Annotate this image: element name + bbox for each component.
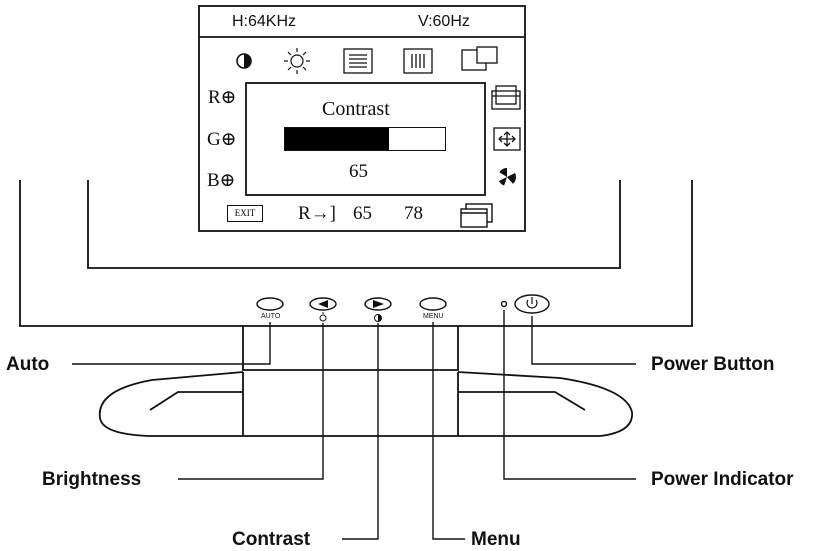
menu-button-shape xyxy=(419,297,447,311)
power-indicator-leader xyxy=(503,310,636,480)
menu-button[interactable] xyxy=(419,297,447,311)
power-indicator-callout: Power Indicator xyxy=(651,469,794,490)
power-indicator-led xyxy=(500,300,508,308)
osd-frame xyxy=(198,5,526,232)
brightness-callout: Brightness xyxy=(42,469,142,490)
menu-button-label: MENU xyxy=(423,313,444,320)
stand-inner-left xyxy=(149,391,243,411)
auto-button-shape xyxy=(256,297,284,311)
power-button[interactable] xyxy=(514,294,550,314)
auto-leader xyxy=(72,322,271,365)
osd-vertical-frequency: V:60Hz xyxy=(418,13,470,30)
window-size-icon xyxy=(491,85,521,110)
right-arrow-icon xyxy=(373,300,384,308)
menu-leader xyxy=(432,322,465,540)
brightness-left-button[interactable] xyxy=(309,297,337,311)
vertical-bars-icon xyxy=(403,48,433,74)
power-button-callout: Power Button xyxy=(651,354,775,375)
osd-recall-label: R→] xyxy=(298,203,336,224)
color-wheel-icon xyxy=(497,168,516,187)
menu-callout: Menu xyxy=(471,529,521,550)
osd-contrast-value: 65 xyxy=(349,161,368,182)
osd-exit-box: EXIT xyxy=(227,205,263,222)
stand-base xyxy=(98,371,633,437)
contrast-small-icon xyxy=(374,314,382,322)
contrast-level-bar xyxy=(284,127,446,151)
brightness-leader xyxy=(178,323,324,480)
contrast-leader xyxy=(342,323,379,540)
auto-button[interactable] xyxy=(256,297,284,311)
contrast-right-button[interactable] xyxy=(364,297,392,311)
auto-button-label: AUTO xyxy=(261,313,281,320)
osd-red-label: R⊕ xyxy=(208,87,237,108)
brightness-icon xyxy=(284,48,310,74)
monitor-front-panel xyxy=(19,180,693,327)
osd-menu-title: Contrast xyxy=(322,98,390,120)
osd-bottom-value-1: 65 xyxy=(353,203,372,224)
osd-green-label: G⊕ xyxy=(207,129,237,150)
contrast-icon xyxy=(236,53,252,69)
stand-inner-right xyxy=(458,391,586,411)
contrast-callout: Contrast xyxy=(232,529,311,550)
brightness-small-icon xyxy=(319,312,327,322)
window-position-icon xyxy=(461,46,498,71)
power-symbol-icon xyxy=(526,297,538,309)
osd-blue-label: B⊕ xyxy=(207,170,236,191)
windows-icon xyxy=(460,203,493,228)
power-button-leader xyxy=(531,316,636,365)
contrast-level-fill xyxy=(285,128,389,150)
screen-bezel-outline xyxy=(87,180,621,269)
auto-callout: Auto xyxy=(6,354,50,375)
left-arrow-icon xyxy=(318,300,328,308)
osd-contrast-panel xyxy=(245,82,486,196)
osd-bottom-value-2: 78 xyxy=(404,203,423,224)
stand-neck xyxy=(242,326,459,371)
text-mode-icon xyxy=(343,48,373,74)
move-arrows-icon xyxy=(493,127,521,151)
osd-horizontal-frequency: H:64KHz xyxy=(232,13,297,30)
